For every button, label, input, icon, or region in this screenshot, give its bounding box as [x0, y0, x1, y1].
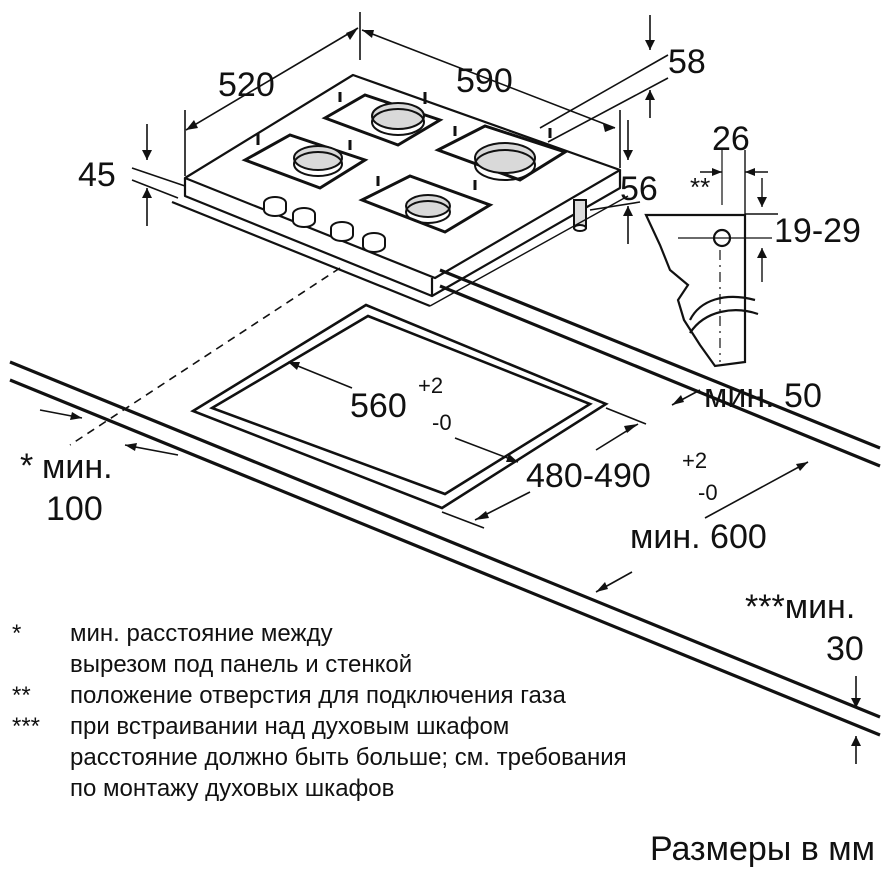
footnote-1: * мин. расстояние между — [10, 618, 890, 649]
dim-cutout-depth-tol-upper: +2 — [682, 448, 707, 473]
footnote-2: ** положение отверстия для подключения г… — [10, 680, 890, 711]
burner-rear-left — [371, 102, 425, 130]
dim-cutout-width: 560 — [350, 387, 407, 425]
dim-45: 45 — [78, 156, 116, 194]
dim-cutout-depth: 480-490 — [526, 457, 651, 495]
footnote-3-cont: расстояние должно быть больше; см. требо… — [10, 742, 890, 773]
footnote-text: положение отверстия для подключения газа — [70, 682, 566, 709]
worktop — [9, 268, 881, 737]
cutout — [190, 303, 609, 510]
dim-min-100-label: мин. — [42, 448, 113, 486]
dim-56: 56 — [620, 170, 658, 208]
footnote-mark: * — [12, 620, 22, 647]
dim-cutout-width-tol-lower: -0 — [432, 410, 452, 435]
burner-rear-right — [474, 142, 536, 174]
dim-min-50: мин. 50 — [704, 377, 822, 415]
footnotes: * мин. расстояние между вырезом под пане… — [10, 618, 890, 804]
footnote-text: по монтажу духовых шкафов — [70, 775, 395, 802]
burners — [293, 102, 536, 224]
footnote-mark: ** — [12, 682, 31, 709]
arrowheads — [70, 28, 861, 746]
control-knobs — [263, 196, 386, 253]
footnote-text: вырезом под панель и стенкой — [70, 651, 413, 678]
dim-58: 58 — [668, 43, 706, 81]
footnote-1-cont: вырезом под панель и стенкой — [10, 649, 890, 680]
dim-cutout-width-tol-upper: +2 — [418, 373, 443, 398]
side-profile-detail — [644, 150, 778, 368]
pan-supports — [241, 92, 569, 234]
dim-cutout-depth-tol-lower: -0 — [698, 480, 718, 505]
footnote-text: расстояние должно быть больше; см. требо… — [70, 744, 627, 771]
footnote-3-cont: по монтажу духовых шкафов — [10, 773, 890, 804]
dim-min-100-value: 100 — [46, 490, 103, 528]
gas-connector — [573, 199, 587, 232]
dim-19-29: 19-29 — [774, 212, 861, 250]
side-profile-arrowheads — [712, 168, 767, 258]
dim-590: 590 — [456, 62, 513, 100]
footnote-mark: *** — [12, 713, 41, 740]
dim-gas-mark: ** — [690, 172, 710, 202]
footnote-text: при встраивании над духовым шкафом — [70, 713, 510, 740]
dim-min-30-label: ***мин. — [745, 588, 855, 626]
dim-26: 26 — [712, 120, 750, 158]
footnote-3: *** при встраивании над духовым шкафом — [10, 711, 890, 742]
dim-min-100-mark: * — [20, 447, 33, 485]
dim-520: 520 — [218, 66, 275, 104]
burner-front-right — [405, 194, 451, 218]
burner-front-left — [293, 145, 343, 171]
hob — [183, 73, 622, 298]
dim-min-30-value: 30 — [826, 630, 864, 668]
dimension-lines — [39, 12, 857, 764]
dim-min-600: мин. 600 — [630, 518, 767, 556]
footnote-text: мин. расстояние между — [70, 620, 333, 647]
units-caption: Размеры в мм — [649, 830, 875, 868]
